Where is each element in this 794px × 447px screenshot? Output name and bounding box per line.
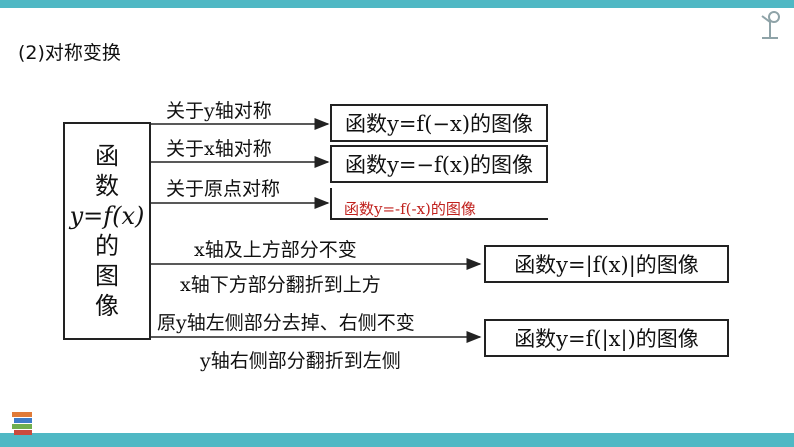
label-x-axis-symmetry: 关于x轴对称: [166, 138, 272, 160]
label-abs-f-bottom: x轴下方部分翻折到上方: [180, 274, 381, 296]
source-line-2: 数: [95, 172, 119, 200]
desk-lamp-icon: [761, 11, 780, 39]
result-box-abs-x: 函数y=f(|x|)的图像: [484, 319, 729, 357]
answer-blank-underline: [330, 218, 548, 220]
source-function-box: 函 数 y=f(x) 的 图 像: [63, 122, 151, 340]
label-abs-x-bottom: y轴右侧部分翻折到左侧: [200, 350, 401, 372]
top-accent-bar: [0, 0, 794, 8]
label-abs-x-top: 原y轴左侧部分去掉、右侧不变: [157, 312, 415, 334]
books-icon: [12, 412, 32, 435]
result-box-reflect-y: 函数y=f(−x)的图像: [330, 104, 548, 142]
section-heading: (2)对称变换: [18, 42, 121, 64]
source-line-5: 图: [95, 262, 119, 290]
result-box-reflect-x: 函数y=−f(x)的图像: [330, 145, 548, 183]
source-line-4: 的: [95, 232, 119, 260]
label-abs-f-top: x轴及上方部分不变: [194, 239, 357, 261]
result-answer-origin: 函数y=-f(-x)的图像: [344, 199, 476, 218]
answer-blank-edge: [330, 188, 332, 219]
source-line-3: y=f(x): [69, 202, 145, 230]
label-origin-symmetry: 关于原点对称: [166, 178, 281, 200]
label-y-axis-symmetry: 关于y轴对称: [166, 100, 272, 122]
source-line-1: 函: [95, 142, 119, 170]
source-line-6: 像: [95, 292, 119, 320]
bottom-accent-bar: [0, 433, 794, 447]
result-box-abs-f: 函数y=|f(x)|的图像: [484, 245, 729, 283]
